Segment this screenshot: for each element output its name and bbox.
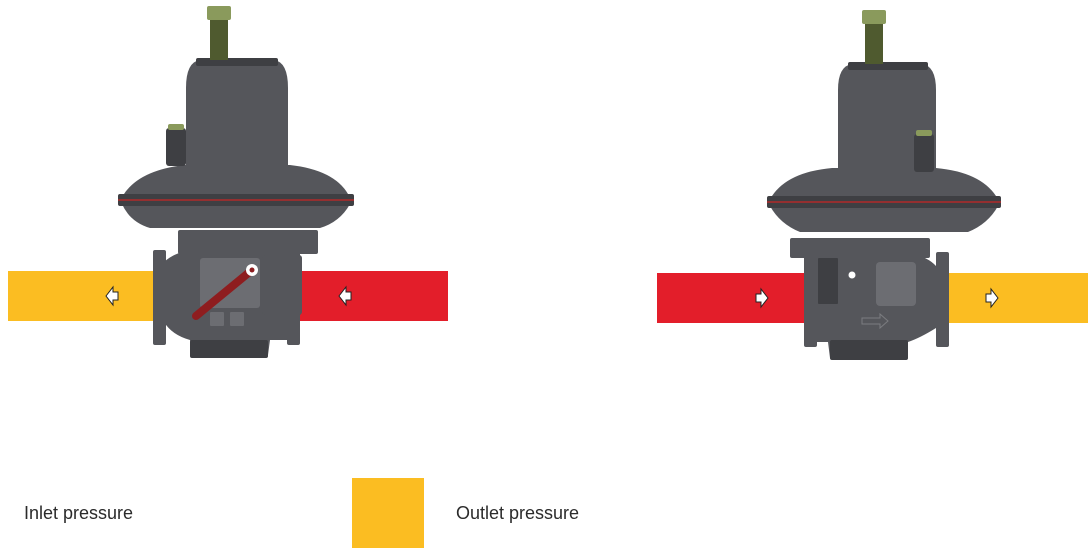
left-flange-outlet <box>153 250 166 345</box>
right-pilot-cap <box>916 130 932 136</box>
inlet-pipe-right <box>657 273 809 323</box>
left-diaphragm-upper <box>124 165 348 194</box>
left-pilot-cap <box>168 124 184 130</box>
right-adjust-stem <box>865 22 883 64</box>
right-spring-housing <box>838 64 936 170</box>
right-side-fins <box>818 258 838 304</box>
legend-outlet-swatch <box>352 478 424 548</box>
arrow-right-icon <box>755 287 769 309</box>
arrow-left-icon <box>105 285 119 307</box>
right-diaphragm-lower <box>770 206 998 232</box>
right-adjust-cap <box>862 10 886 24</box>
left-lever <box>192 266 256 320</box>
right-bonnet-block <box>790 238 930 258</box>
left-spring-housing <box>186 60 288 166</box>
left-right-block <box>262 255 302 315</box>
left-pilot-tube <box>166 128 186 166</box>
left-lever-pivot-hole <box>249 267 255 273</box>
right-body-arrow-mark <box>861 312 889 330</box>
legend-outlet-label: Outlet pressure <box>456 503 580 523</box>
left-valve-bottom <box>190 340 268 358</box>
right-square-cover <box>876 262 916 306</box>
right-valve-bottom <box>830 340 908 360</box>
right-flange-inlet <box>804 252 817 347</box>
left-regulator <box>8 6 448 358</box>
right-diaphragm-upper <box>772 168 996 196</box>
left-label-plate-1 <box>210 312 224 326</box>
arrow-right-icon <box>985 287 999 309</box>
inlet-pipe-left <box>296 271 448 321</box>
right-regulator <box>657 10 1088 360</box>
right-pilot-tube <box>914 134 934 172</box>
left-diaphragm-lower <box>122 204 350 228</box>
outlet-pipe-right <box>940 273 1088 323</box>
left-label-plate-2 <box>230 312 244 326</box>
left-adjust-stem <box>210 18 228 60</box>
outlet-pipe-left <box>8 271 158 321</box>
arrow-left-icon <box>338 285 352 307</box>
right-pivot-dot <box>848 271 856 279</box>
left-bonnet-block <box>178 230 318 254</box>
legend-inlet-label: Inlet pressure <box>24 503 134 523</box>
right-housing-cap <box>848 62 928 70</box>
right-flange-outlet <box>936 252 949 347</box>
left-adjust-cap <box>207 6 231 20</box>
left-housing-cap <box>196 58 278 66</box>
